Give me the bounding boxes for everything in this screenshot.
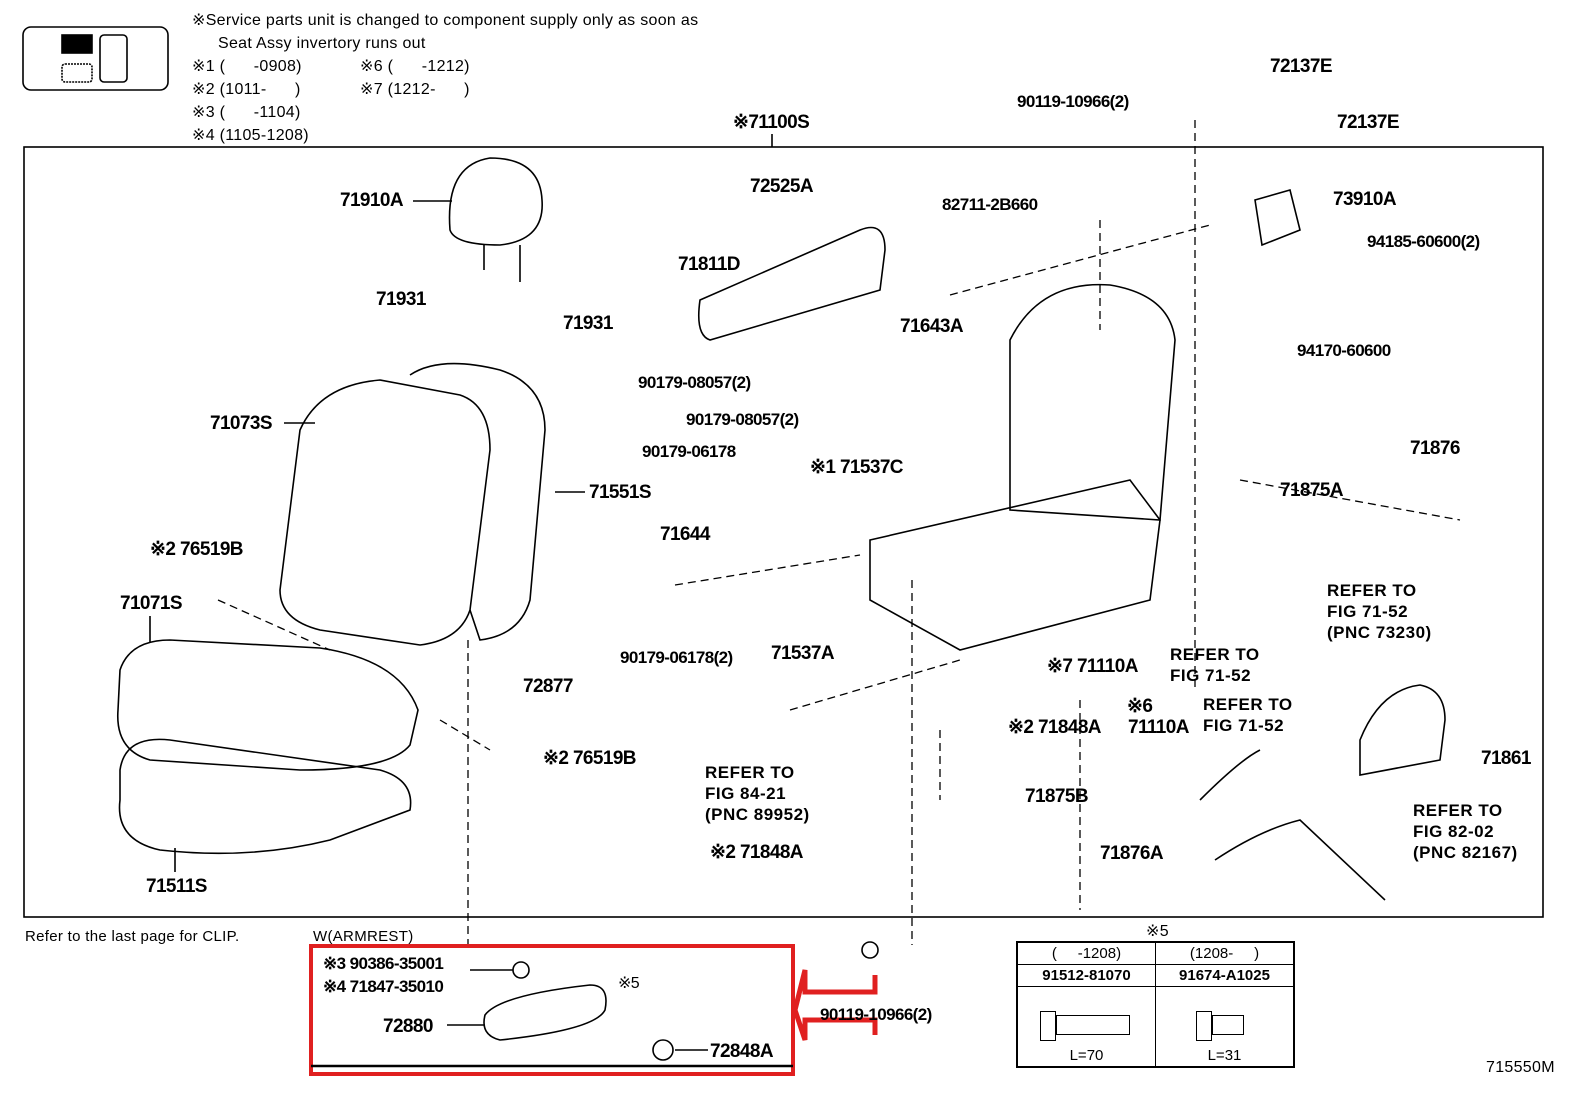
part-71071S[interactable]: 71071S xyxy=(120,593,183,614)
part-71073S[interactable]: 71073S xyxy=(210,413,273,434)
part-82711-2B660[interactable]: 82711-2B660 xyxy=(942,195,1038,214)
seatback-frame xyxy=(1009,283,1176,521)
part-72525A[interactable]: 72525A xyxy=(750,176,814,197)
bolt-icon xyxy=(1156,1003,1293,1047)
part-94170-60600[interactable]: 94170-60600 xyxy=(1297,341,1391,360)
code-3: ※3 ( -1104) xyxy=(192,104,301,121)
table5-title: ※5 xyxy=(1146,923,1169,940)
bolt-length: L=70 xyxy=(1069,1046,1104,1064)
part-71875A[interactable]: 71875A xyxy=(1280,480,1344,501)
part-90179-08057[interactable]: 90179-08057(2) xyxy=(638,373,751,392)
part-71511S[interactable]: 71511S xyxy=(146,876,207,897)
reference-pnc-89952[interactable]: REFER TO FIG 84-21 (PNC 89952) xyxy=(705,763,810,824)
part-71811D[interactable]: 71811D xyxy=(678,254,741,275)
cap-90386 xyxy=(512,961,530,979)
wire-harness xyxy=(1199,749,1386,901)
seat-cushion-71071S xyxy=(117,639,419,771)
part-90386-35001[interactable]: ※3 90386-35001 xyxy=(323,954,444,973)
main-frame xyxy=(23,146,1544,918)
bolt-length: L=31 xyxy=(1207,1046,1242,1064)
part-72877[interactable]: 72877 xyxy=(523,676,573,697)
part-71910A[interactable]: 71910A xyxy=(340,190,404,211)
part-90179-06178[interactable]: 90179-06178 xyxy=(642,442,736,461)
part-71876A[interactable]: 71876A xyxy=(1100,843,1164,864)
part-71931[interactable]: 71931 xyxy=(376,289,426,310)
note-line2: Seat Assy invertory runs out xyxy=(218,35,426,52)
part-71100S[interactable]: ※71100S xyxy=(733,112,810,133)
seat-icon-empty xyxy=(61,63,93,83)
part-71876[interactable]: 71876 xyxy=(1410,438,1460,459)
red-arrow-pointer xyxy=(792,969,878,1041)
cap-72848A xyxy=(652,1039,674,1061)
seat-icon-frame xyxy=(22,26,169,91)
part-71875B[interactable]: 71875B xyxy=(1025,786,1089,807)
part-71861[interactable]: 71861 xyxy=(1481,748,1531,769)
mark-6: ※6 xyxy=(1127,696,1153,717)
code-4: ※4 (1105-1208) xyxy=(192,127,309,144)
seat-frame xyxy=(869,479,1161,651)
clip-note: Refer to the last page for CLIP. xyxy=(25,928,240,945)
part-71643A[interactable]: 71643A xyxy=(900,316,964,337)
part-71110A-7[interactable]: ※7 71110A xyxy=(1047,656,1138,677)
part-71644[interactable]: 71644 xyxy=(660,524,710,545)
seat-icon-back xyxy=(99,34,128,83)
note-line1: ※Service parts unit is changed to compon… xyxy=(192,12,699,29)
part-71931[interactable]: 71931 xyxy=(563,313,613,334)
table5-header: ( -1208) xyxy=(1016,941,1156,965)
reference-pnc-82167[interactable]: REFER TO FIG 82-02 (PNC 82167) xyxy=(1413,801,1518,862)
part-90179-06178-2[interactable]: 90179-06178(2) xyxy=(620,648,733,667)
part-76519B[interactable]: ※2 76519B xyxy=(150,539,244,560)
airbag-73910A xyxy=(1254,189,1301,247)
part-90119-10966-bottom[interactable]: 90119-10966(2) xyxy=(820,1005,932,1024)
code-2: ※2 (1011- ) xyxy=(192,81,301,98)
code-7: ※7 (1212- ) xyxy=(360,81,470,98)
part-90179-08057[interactable]: 90179-08057(2) xyxy=(686,410,799,429)
part-71110A-6[interactable]: 71110A xyxy=(1128,717,1189,738)
table5-header: (1208- ) xyxy=(1155,941,1295,965)
figure-id: 715550M xyxy=(1486,1059,1555,1076)
seatback-cover-71073S xyxy=(279,379,491,646)
side-shield-71811D xyxy=(697,226,886,341)
code-1: ※1 ( -0908) xyxy=(192,58,302,75)
table5-part[interactable]: 91674-A1025 xyxy=(1155,964,1295,987)
seat-cushion-pad-71511S xyxy=(118,738,412,855)
headrest-71910A xyxy=(448,157,543,246)
armrest-label: W(ARMREST) xyxy=(313,928,414,945)
part-72848A[interactable]: 72848A xyxy=(710,1041,774,1062)
part-72137E[interactable]: 72137E xyxy=(1337,112,1400,133)
table5-part[interactable]: 91512-81070 xyxy=(1016,964,1156,987)
part-71848A[interactable]: ※2 71848A xyxy=(1008,717,1102,738)
reference-pnc-73230[interactable]: REFER TO FIG 71-52 (PNC 73230) xyxy=(1327,581,1432,642)
reference-fig-71-52[interactable]: REFER TO FIG 71-52 xyxy=(1170,645,1260,685)
part-94185-60600[interactable]: 94185-60600(2) xyxy=(1367,232,1480,251)
code-6: ※6 ( -1212) xyxy=(360,58,470,75)
part-71551S[interactable]: 71551S xyxy=(589,482,652,503)
bolt-90119-bottom xyxy=(861,941,879,959)
part-76519B[interactable]: ※2 76519B xyxy=(543,748,637,769)
cover-71861 xyxy=(1359,684,1446,776)
mark-5: ※5 xyxy=(618,975,640,992)
part-71537A[interactable]: 71537A xyxy=(771,643,835,664)
reference-fig-71-52[interactable]: REFER TO FIG 71-52 xyxy=(1203,695,1293,735)
part-90119-10966[interactable]: 90119-10966(2) xyxy=(1017,92,1129,111)
part-73910A[interactable]: 73910A xyxy=(1333,189,1397,210)
seat-icon-filled xyxy=(61,34,93,54)
part-72137E[interactable]: 72137E xyxy=(1270,56,1333,77)
part-71537C[interactable]: ※1 71537C xyxy=(810,457,904,478)
bolt-icon xyxy=(1018,1003,1155,1047)
armrest-72880 xyxy=(483,984,607,1041)
part-71848A[interactable]: ※2 71848A xyxy=(710,842,804,863)
part-71847-35010[interactable]: ※4 71847-35010 xyxy=(323,977,444,996)
part-72880[interactable]: 72880 xyxy=(383,1016,433,1037)
